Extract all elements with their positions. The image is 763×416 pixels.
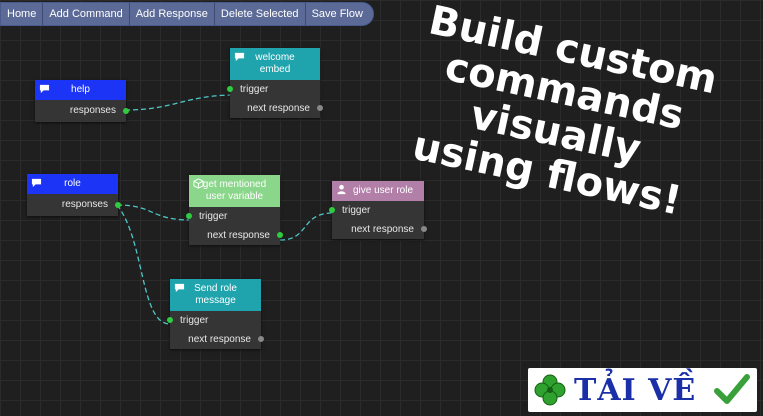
port-trigger[interactable]: trigger [186, 207, 280, 226]
port-trigger[interactable]: trigger [227, 80, 320, 99]
chat-bubble-icon [31, 178, 42, 188]
wire-getmentioned-giverole [279, 212, 334, 241]
port-label: trigger [199, 211, 228, 222]
add-response-button[interactable]: Add Response [129, 3, 215, 25]
input-socket[interactable] [186, 213, 192, 219]
chat-bubble-icon [39, 84, 50, 94]
checkmark-icon [714, 374, 750, 404]
output-socket[interactable] [115, 202, 121, 208]
node-header[interactable]: help [35, 80, 126, 100]
output-socket[interactable] [258, 336, 264, 342]
port-next-response[interactable]: next response [170, 330, 264, 349]
port-label: next response [188, 334, 251, 345]
output-socket[interactable] [123, 108, 129, 114]
toolbar: Home Add Command Add Response Delete Sel… [0, 2, 374, 26]
port-label: trigger [342, 205, 371, 216]
node-title: help [71, 84, 90, 95]
chat-bubble-icon [234, 52, 245, 62]
node-title: role [64, 178, 81, 189]
port-trigger[interactable]: trigger [167, 311, 261, 330]
input-socket[interactable] [167, 317, 173, 323]
node-give-user-role[interactable]: give user role trigger next response [329, 181, 427, 239]
chat-bubble-icon [174, 283, 185, 293]
wire-help-welcome [124, 94, 236, 111]
input-socket[interactable] [227, 86, 233, 92]
port-trigger[interactable]: trigger [329, 201, 424, 220]
port-label: next response [207, 230, 270, 241]
port-next-response[interactable]: next response [332, 220, 427, 239]
clover-icon [534, 374, 566, 406]
wire-role-getmentioned [116, 204, 192, 221]
port-responses[interactable]: responses [27, 194, 121, 216]
port-label: trigger [240, 84, 269, 95]
port-label: next response [247, 103, 310, 114]
cube-icon [193, 178, 204, 189]
output-socket[interactable] [317, 105, 323, 111]
port-responses[interactable]: responses [35, 100, 129, 122]
delete-selected-button[interactable]: Delete Selected [214, 3, 306, 25]
port-label: responses [69, 105, 116, 116]
node-header[interactable]: give user role [332, 181, 424, 201]
add-command-button[interactable]: Add Command [43, 3, 130, 25]
node-help[interactable]: help responses [35, 80, 129, 122]
node-header[interactable]: role [27, 174, 118, 194]
home-button[interactable]: Home [1, 3, 44, 25]
download-badge[interactable]: TẢI VỀ [528, 368, 757, 412]
port-next-response[interactable]: next response [230, 99, 323, 118]
port-next-response[interactable]: next response [189, 226, 283, 245]
input-socket[interactable] [329, 207, 335, 213]
wire-role-sendrole [116, 204, 171, 325]
badge-label: TẢI VỀ [574, 372, 697, 408]
output-socket[interactable] [421, 226, 427, 232]
port-label: responses [61, 199, 108, 210]
port-label: next response [351, 224, 414, 235]
save-flow-button[interactable]: Save Flow [305, 3, 373, 25]
user-icon [337, 184, 346, 195]
port-label: trigger [180, 315, 209, 326]
node-title: give user role [352, 185, 414, 196]
output-socket[interactable] [277, 232, 283, 238]
node-role[interactable]: role responses [27, 174, 121, 216]
